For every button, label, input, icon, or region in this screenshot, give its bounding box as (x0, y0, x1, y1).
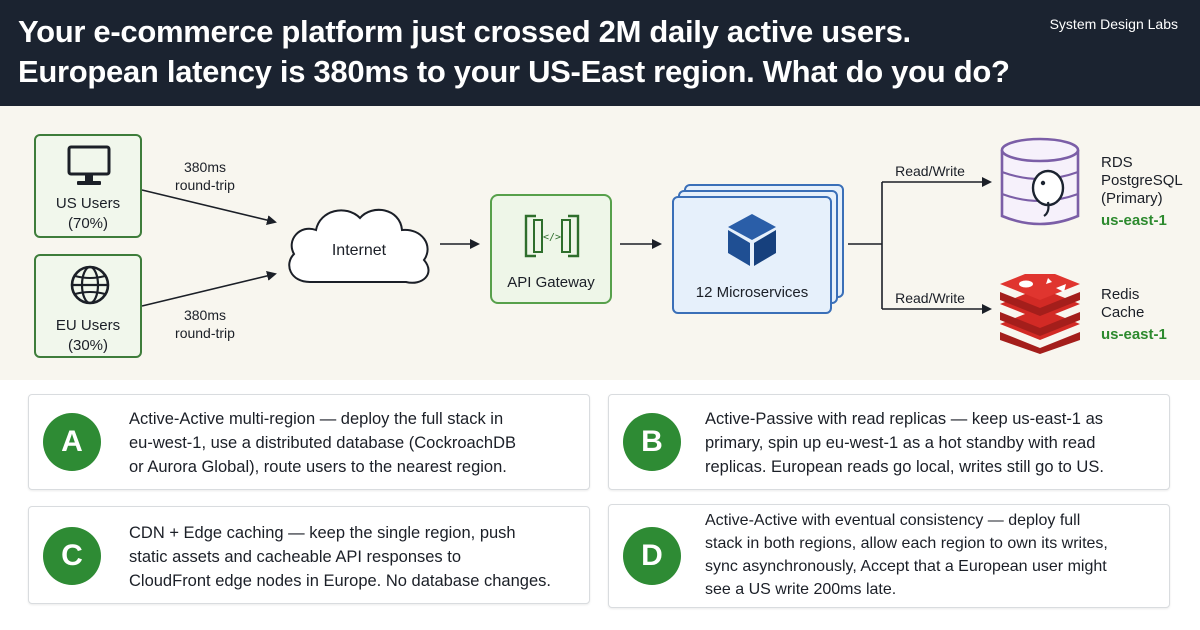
cube-icon (728, 214, 776, 266)
redis-line-2: Cache (1101, 304, 1145, 321)
us-latency-unit: round-trip (175, 177, 235, 193)
eu-users-label: EU Users (55, 317, 121, 334)
option-a-line-3: or Aurora Global), route users to the ne… (129, 458, 507, 476)
header-bar: Your e-commerce platform just crossed 2M… (0, 0, 1200, 106)
option-d-text: Active-Active with eventual consistency … (705, 509, 1108, 601)
api-gateway-icon: </> (524, 214, 580, 258)
option-d-line-4: see a US write 200ms late. (705, 581, 897, 598)
brand-label: System Design Labs (1049, 16, 1178, 32)
rds-line-2: PostgreSQL (1101, 172, 1183, 189)
option-c-line-2: static assets and cacheable API response… (129, 548, 462, 566)
option-a-line-2: eu-west-1, use a distributed database (C… (129, 434, 517, 452)
option-d-line-3: sync asynchronously, Accept that a Europ… (705, 558, 1107, 575)
option-c-badge: C (43, 527, 101, 585)
globe-icon (70, 265, 110, 305)
option-b-line-1: Active-Passive with read replicas — keep… (705, 410, 1103, 428)
redis-cache-icon (1000, 274, 1080, 354)
redis-line-1: Redis (1101, 286, 1140, 303)
rds-line-1: RDS (1101, 154, 1133, 171)
connector-lines (141, 177, 992, 314)
option-a-badge: A (43, 413, 101, 471)
cloud-icon (288, 209, 430, 284)
option-b-text: Active-Passive with read replicas — keep… (705, 407, 1104, 479)
eu-latency-unit: round-trip (175, 325, 235, 341)
eu-latency-value: 380ms (183, 307, 227, 323)
rds-read-write-label: Read/Write (895, 163, 965, 179)
rds-region: us-east-1 (1101, 212, 1167, 229)
arrow-us-to-internet (141, 189, 277, 225)
option-b-card[interactable]: B Active-Passive with read replicas — ke… (608, 394, 1170, 490)
monitor-icon (67, 145, 111, 185)
option-b-badge: B (623, 413, 681, 471)
redis-read-write-label: Read/Write (895, 290, 965, 306)
redis-region: us-east-1 (1101, 326, 1167, 343)
api-gateway-box: </> API Gateway (490, 194, 612, 304)
option-a-text: Active-Active multi-region — deploy the … (129, 407, 516, 479)
svg-text:</>: </> (543, 232, 561, 243)
option-b-line-2: primary, spin up eu-west-1 as a hot stan… (705, 434, 1096, 452)
title-line-1: Your e-commerce platform just crossed 2M… (18, 14, 911, 49)
option-a-card[interactable]: A Active-Active multi-region — deploy th… (28, 394, 590, 490)
us-users-box: US Users (70%) (34, 134, 142, 238)
option-c-card[interactable]: C CDN + Edge caching — keep the single r… (28, 506, 590, 604)
option-d-card[interactable]: D Active-Active with eventual consistenc… (608, 504, 1170, 608)
us-latency-value: 380ms (183, 159, 227, 175)
us-users-label: US Users (55, 195, 121, 212)
option-d-badge: D (623, 527, 681, 585)
option-c-line-3: CloudFront edge nodes in Europe. No data… (129, 572, 551, 590)
postgres-database-icon (1000, 137, 1080, 226)
arrow-eu-to-internet (141, 271, 277, 307)
page-title: Your e-commerce platform just crossed 2M… (18, 12, 1010, 92)
api-gateway-label: API Gateway (507, 274, 595, 291)
option-c-text: CDN + Edge caching — keep the single reg… (129, 521, 551, 593)
option-b-line-3: replicas. European reads go local, write… (705, 458, 1104, 476)
eu-users-box: EU Users (30%) (34, 254, 142, 358)
us-users-share: (70%) (67, 215, 108, 232)
microservices-box: 12 Microservices (672, 196, 832, 314)
rds-line-3: (Primary) (1101, 190, 1163, 207)
architecture-diagram: US Users (70%) EU Users (30%) 380ms roun… (0, 106, 1200, 380)
option-a-line-1: Active-Active multi-region — deploy the … (129, 410, 504, 428)
answer-options: A Active-Active multi-region — deploy th… (0, 380, 1200, 630)
option-d-line-2: stack in both regions, allow each region… (705, 535, 1108, 552)
option-c-line-1: CDN + Edge caching — keep the single reg… (129, 524, 516, 542)
eu-users-share: (30%) (67, 337, 108, 354)
microservices-label: 12 Microservices (695, 284, 809, 301)
internet-label: Internet (331, 242, 387, 259)
title-line-2: European latency is 380ms to your US-Eas… (18, 54, 1010, 89)
option-d-line-1: Active-Active with eventual consistency … (705, 512, 1081, 529)
